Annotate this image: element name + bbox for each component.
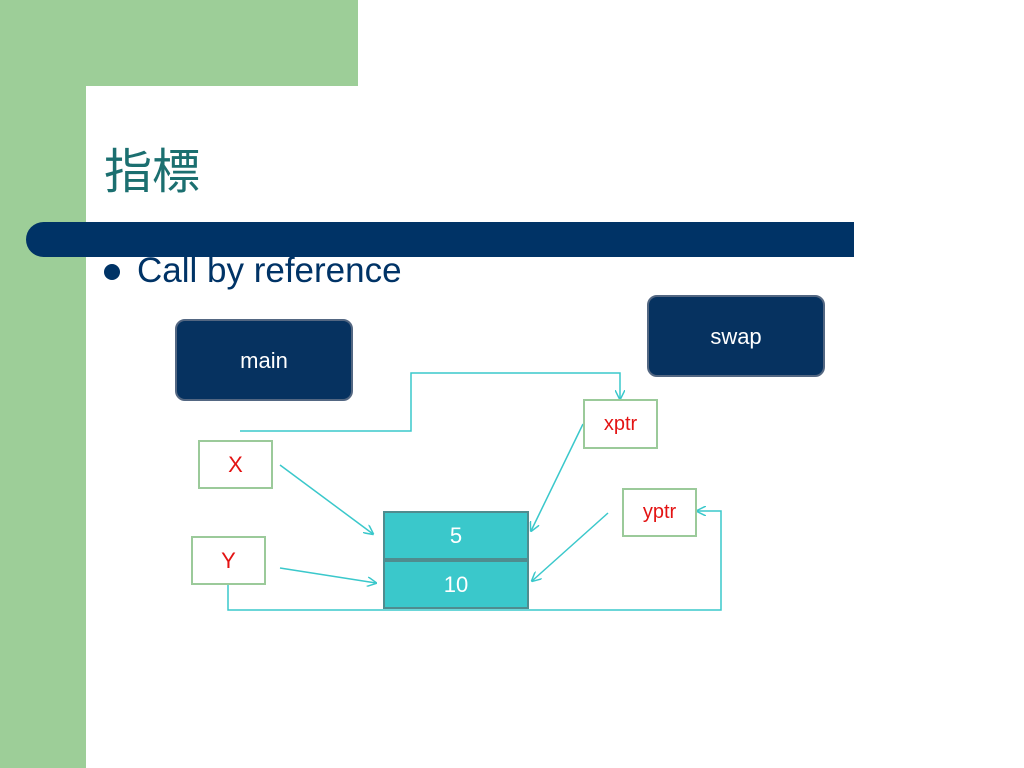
main-to-xptr-connector [240,372,620,432]
pointer-yptr: yptr [622,488,697,537]
xptr-to-cell5-arrow [531,423,584,531]
y-to-cell10-arrow [279,567,376,583]
slide-title: 指標 [104,144,201,200]
x-to-cell5-arrow [279,464,373,534]
title-underline-bar [26,222,854,257]
top-green-block [0,0,358,86]
bullet-text: Call by reference [137,251,402,290]
memory-cell-10: 10 [383,560,529,609]
main-function-box: main [175,319,353,401]
slide-content-panel [86,86,1024,768]
yptr-to-cell10-arrow [532,512,609,581]
swap-function-box: swap [647,295,825,377]
variable-y: Y [191,536,266,585]
bullet-dot-icon [104,264,120,280]
pointer-xptr: xptr [583,399,658,449]
left-green-band [0,0,86,768]
memory-cell-5: 5 [383,511,529,560]
variable-x: X [198,440,273,489]
y-to-yptr-connector [227,511,722,611]
